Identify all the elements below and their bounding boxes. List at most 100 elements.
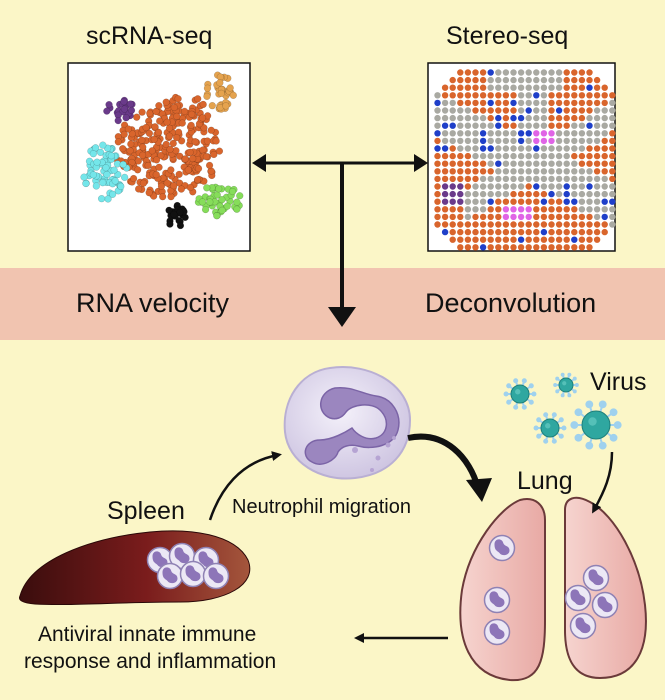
spatial-spot (555, 92, 563, 99)
spatial-spot (586, 107, 593, 114)
spatial-spot (571, 168, 578, 175)
spatial-spot (479, 228, 487, 236)
spatial-spot (495, 130, 502, 137)
spatial-spot (479, 137, 487, 145)
umap-point (139, 143, 147, 151)
spatial-spot (449, 236, 456, 243)
spatial-spot (571, 152, 578, 160)
spatial-spot (472, 168, 479, 175)
umap-point (174, 95, 182, 103)
umap-point (178, 119, 186, 127)
spatial-spot (533, 92, 540, 99)
spatial-spot (472, 221, 479, 228)
spatial-spot (571, 99, 578, 107)
spatial-spot (510, 190, 517, 198)
spatial-spot (586, 76, 593, 84)
spatial-spot (571, 160, 578, 167)
spatial-spot (525, 130, 532, 137)
spatial-spot (441, 99, 449, 107)
spatial-spot (479, 190, 487, 198)
spatial-spot (441, 137, 449, 145)
spatial-spot (510, 122, 517, 129)
umap-point (157, 151, 165, 160)
spatial-spot (495, 76, 502, 84)
spatial-spot (495, 206, 502, 213)
spatial-spot (578, 228, 586, 236)
spatial-spot (563, 92, 570, 99)
spatial-spot (472, 213, 479, 221)
spatial-spot (487, 213, 494, 221)
umap-point (159, 193, 167, 201)
spatial-spot (571, 183, 578, 190)
spatial-spot (593, 122, 601, 129)
spatial-spot (563, 228, 570, 236)
umap-point (148, 147, 156, 155)
umap-point (170, 103, 178, 112)
umap-point (172, 133, 181, 142)
cluster-gold (203, 71, 237, 113)
spatial-spot (586, 198, 593, 205)
spatial-spot (525, 69, 532, 76)
spatial-spot (434, 122, 441, 129)
umap-point (233, 205, 241, 213)
spatial-spot (555, 145, 563, 152)
spatial-spot (517, 92, 525, 99)
spatial-spot (487, 190, 494, 198)
spatial-spot (472, 122, 479, 129)
spatial-spot (586, 69, 593, 76)
spatial-spot (571, 236, 578, 243)
umap-point (155, 102, 163, 110)
spatial-spot (517, 76, 525, 84)
spatial-spot (449, 76, 456, 84)
umap-point (97, 195, 106, 203)
spatial-spot (540, 76, 548, 84)
spatial-spot (601, 213, 608, 221)
spatial-spot (479, 69, 487, 76)
spatial-spot (593, 198, 601, 205)
spatial-spot (464, 84, 472, 91)
umap-point (134, 166, 142, 174)
spatial-spot (548, 84, 555, 91)
spatial-spot (487, 152, 494, 160)
spatial-spot (578, 69, 586, 76)
spatial-spot (555, 69, 563, 76)
spatial-spot (457, 244, 464, 251)
spatial-spot (533, 114, 540, 122)
spatial-spot (563, 122, 570, 129)
spatial-spot (540, 228, 548, 236)
spatial-spot (479, 152, 487, 160)
spatial-spot (472, 137, 479, 145)
umap-point (212, 137, 220, 145)
spatial-spot (479, 206, 487, 213)
spatial-spot (434, 160, 441, 167)
spatial-spot (434, 130, 441, 137)
spatial-spot (502, 76, 510, 84)
spatial-spot (517, 236, 525, 243)
spatial-spot (601, 130, 608, 137)
stereo-seq-title: Stereo-seq (446, 22, 569, 50)
spatial-spot (563, 190, 570, 198)
spatial-spot (464, 213, 472, 221)
umap-point (103, 107, 111, 115)
spatial-spot (601, 228, 608, 236)
spatial-spot (555, 107, 563, 114)
spatial-spot (593, 114, 601, 122)
spatial-spot (540, 152, 548, 160)
spatial-spot (457, 107, 464, 114)
spatial-spot (571, 175, 578, 183)
umap-point (152, 171, 160, 179)
spatial-spot (548, 221, 555, 228)
spatial-spot (525, 198, 532, 205)
spatial-spot (441, 221, 449, 228)
umap-point (122, 114, 130, 122)
spatial-spot (502, 190, 510, 198)
spatial-spot (464, 122, 472, 129)
spatial-spot (609, 160, 616, 167)
spatial-spot (449, 152, 456, 160)
spatial-spot (457, 76, 464, 84)
spatial-spot (487, 69, 494, 76)
umap-point (126, 147, 134, 155)
spatial-spot (586, 122, 593, 129)
spatial-spot (586, 145, 593, 152)
spatial-spot (525, 99, 532, 107)
